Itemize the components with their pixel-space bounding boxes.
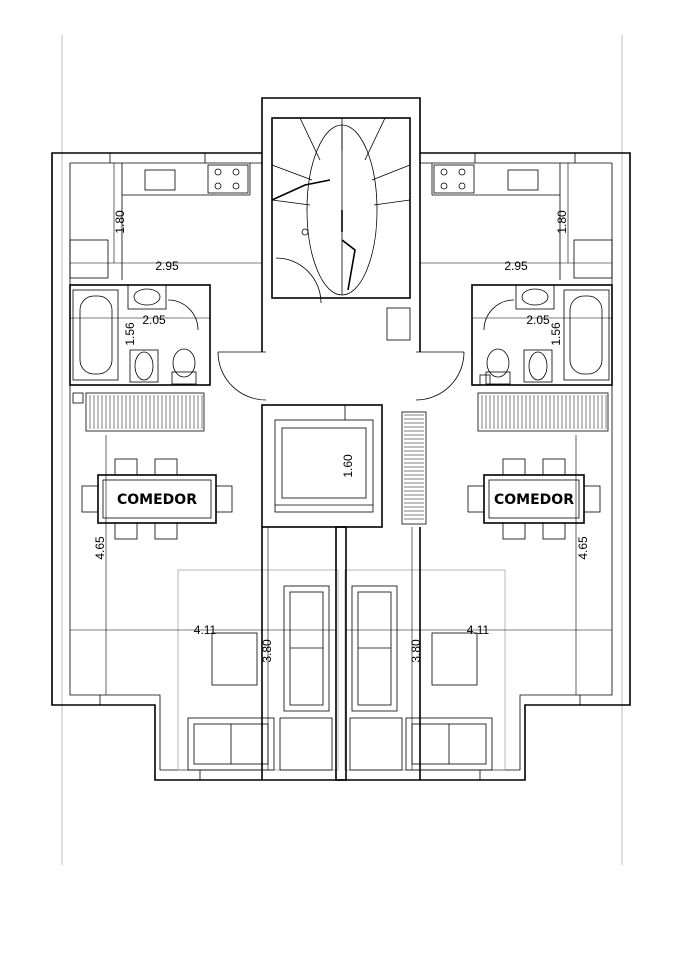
- landing-doors: [217, 153, 465, 401]
- dim-kitchen-width-left: 2.95: [155, 259, 179, 273]
- dim-bath-width-left: 2.05: [142, 313, 166, 327]
- dining-table-right: [467, 458, 601, 540]
- dining-table-left: [81, 458, 233, 540]
- dim-bath-height-left: 1.56: [123, 322, 137, 346]
- closet-center: [401, 411, 427, 525]
- living-right: [344, 569, 506, 771]
- room-label-dining-right: COMEDOR: [494, 492, 574, 508]
- closet-right: [477, 392, 609, 432]
- dim-kitchen-width-right: 2.95: [504, 259, 528, 273]
- staircase: [271, 117, 411, 299]
- left-kitchen: [69, 163, 251, 280]
- right-kitchen: [431, 163, 613, 280]
- living-left: [177, 569, 339, 771]
- dim-kitchen-height-left: 1.80: [113, 210, 127, 234]
- dim-living-width-right: 4.11: [467, 623, 490, 637]
- dim-bath-width-right: 2.05: [526, 313, 550, 327]
- dim-elevator: 1.60: [341, 454, 355, 478]
- dim-living-width-left: 4.11: [194, 623, 217, 637]
- party-wall: [261, 526, 421, 781]
- dim-kitchen-height-right: 1.80: [555, 210, 569, 234]
- closet-left: [85, 392, 205, 432]
- left-bathroom: [69, 284, 211, 404]
- room-label-dining-left: COMEDOR: [117, 492, 197, 508]
- dim-lounge-height-left: 3.80: [260, 639, 274, 663]
- dim-living-height-right: 4.65: [576, 536, 590, 560]
- right-bathroom: [471, 284, 613, 386]
- dim-bath-height-right: 1.56: [549, 322, 563, 346]
- dimension-lines: [70, 163, 612, 770]
- exterior-walls: [51, 97, 631, 781]
- elevator: [261, 404, 383, 528]
- dim-living-height-left: 4.65: [93, 536, 107, 560]
- dim-lounge-height-right: 3.80: [409, 639, 423, 663]
